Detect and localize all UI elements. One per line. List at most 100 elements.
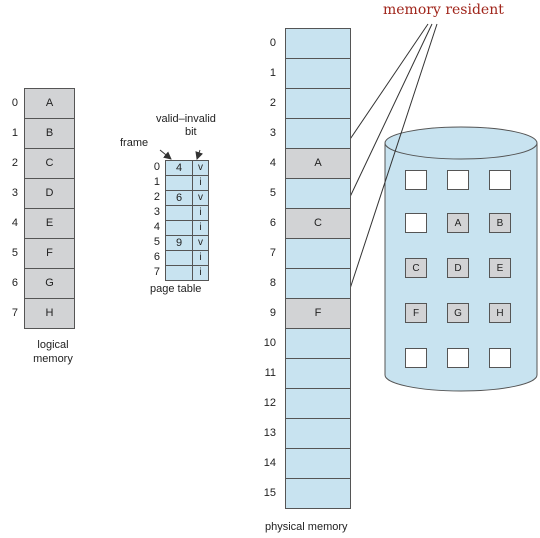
frame-header-arrow	[159, 149, 172, 160]
pm-index: 4	[269, 157, 276, 169]
disk-row	[405, 170, 511, 190]
pm-index: 10	[263, 337, 276, 349]
lm-index: 4	[11, 217, 18, 229]
pt-index: 0	[153, 161, 160, 173]
page-table-row: i	[166, 206, 208, 221]
lm-index: 0	[11, 97, 18, 109]
logical-memory-label: logical memory	[33, 339, 73, 365]
pm-index: 1	[269, 67, 276, 79]
physical-frame	[286, 329, 350, 359]
physical-frame	[286, 449, 350, 479]
physical-frame	[286, 269, 350, 299]
disk-page	[489, 170, 511, 190]
pt-index: 7	[153, 266, 160, 278]
pm-index: 2	[269, 97, 276, 109]
pm-index: 13	[263, 427, 276, 439]
physical-frame: F	[286, 299, 350, 329]
pm-index: 11	[264, 367, 276, 379]
physical-frame	[286, 59, 350, 89]
disk-page	[405, 170, 427, 190]
pm-index: 7	[269, 247, 276, 259]
logical-page: C	[25, 149, 74, 179]
disk-row: F G H	[405, 303, 511, 323]
physical-frame	[286, 29, 350, 59]
logical-page: G	[25, 269, 74, 299]
memory-resident-title: memory resident	[383, 2, 504, 18]
pt-frame-number	[166, 266, 193, 280]
disk-page	[447, 348, 469, 368]
page-table-bit-header-2: bit	[185, 126, 197, 138]
pt-index: 4	[153, 221, 160, 233]
pt-valid-bit: v	[193, 191, 208, 205]
disk-page	[405, 348, 427, 368]
physical-frame: C	[286, 209, 350, 239]
logical-page: A	[25, 89, 74, 119]
logical-memory: A B C D E F G H	[24, 88, 75, 329]
pm-index: 0	[269, 37, 276, 49]
pt-valid-bit: i	[193, 251, 208, 265]
disk-page	[447, 170, 469, 190]
disk-page: C	[405, 258, 427, 278]
page-table-indices: 0 1 2 3 4 5 6 7	[150, 160, 160, 280]
pm-index: 12	[263, 397, 276, 409]
logical-page: D	[25, 179, 74, 209]
physical-frame: A	[286, 149, 350, 179]
page-table-row: i	[166, 251, 208, 266]
disk-page: A	[447, 213, 469, 233]
disk-page: H	[489, 303, 511, 323]
disk-page: D	[447, 258, 469, 278]
disk-backing-store: A B C D E F G H	[405, 170, 511, 368]
pt-index: 1	[153, 176, 160, 188]
physical-frame	[286, 179, 350, 209]
physical-memory-indices: 0 1 2 3 4 5 6 7 8 9 10 11 12 13 14 15	[256, 28, 276, 508]
pt-frame-number	[166, 176, 193, 190]
disk-row: A B	[405, 213, 511, 233]
disk-page	[489, 348, 511, 368]
physical-frame	[286, 89, 350, 119]
logical-memory-indices: 0 1 2 3 4 5 6 7	[4, 88, 18, 328]
pt-valid-bit: v	[193, 161, 208, 175]
page-table-row: i	[166, 266, 208, 280]
physical-frame	[286, 359, 350, 389]
arrow-to-frame-4	[337, 23, 429, 158]
disk-page: E	[489, 258, 511, 278]
pm-index: 5	[269, 187, 276, 199]
disk-page: B	[489, 213, 511, 233]
arrow-to-frame-9	[342, 23, 438, 308]
arrow-to-frame-6	[339, 23, 433, 219]
pt-frame-number: 4	[166, 161, 193, 175]
pt-index: 5	[153, 236, 160, 248]
lm-index: 7	[11, 307, 18, 319]
page-table-bit-header-1: valid–invalid	[156, 113, 216, 125]
page-table-row: 9 v	[166, 236, 208, 251]
pt-frame-number	[166, 206, 193, 220]
page-table: 4 v i 6 v i i 9 v i i	[165, 160, 209, 281]
pm-index: 15	[263, 487, 276, 499]
physical-frame	[286, 389, 350, 419]
pm-index: 14	[263, 457, 276, 469]
lm-index: 3	[11, 187, 18, 199]
physical-frame	[286, 119, 350, 149]
pt-index: 3	[153, 206, 160, 218]
page-table-row: 4 v	[166, 161, 208, 176]
disk-page: G	[447, 303, 469, 323]
lm-index: 6	[11, 277, 18, 289]
pt-valid-bit: i	[193, 176, 208, 190]
disk-page: F	[405, 303, 427, 323]
pt-frame-number	[166, 251, 193, 265]
logical-page: E	[25, 209, 74, 239]
lm-index: 1	[11, 127, 18, 139]
pm-index: 8	[269, 277, 276, 289]
pm-index: 9	[269, 307, 276, 319]
physical-frame	[286, 419, 350, 449]
pt-valid-bit: i	[193, 266, 208, 280]
disk-page	[405, 213, 427, 233]
pt-frame-number: 6	[166, 191, 193, 205]
logical-page: B	[25, 119, 74, 149]
page-table-label: page table	[150, 283, 202, 295]
physical-memory-label: physical memory	[265, 521, 348, 533]
disk-row: C D E	[405, 258, 511, 278]
page-table-row: i	[166, 176, 208, 191]
physical-frame	[286, 239, 350, 269]
physical-frame	[286, 479, 350, 508]
